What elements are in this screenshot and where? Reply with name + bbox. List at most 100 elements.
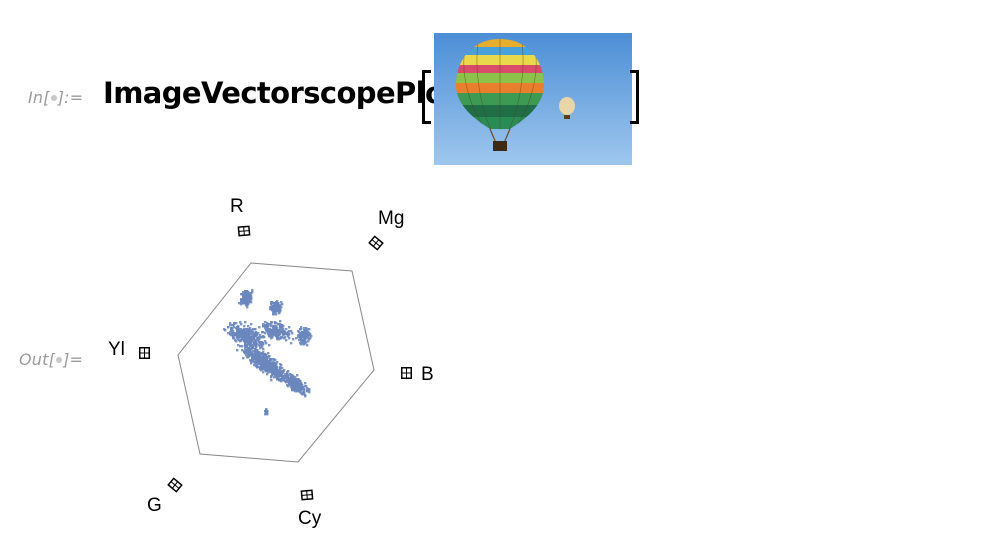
scatter-point xyxy=(250,342,253,345)
scatter-point xyxy=(264,367,267,370)
scatter-point xyxy=(232,336,235,339)
scatter-point xyxy=(230,328,233,331)
scatter-point xyxy=(264,369,267,372)
scatter-point xyxy=(265,412,268,415)
scatter-point xyxy=(262,323,265,326)
scatter-point xyxy=(306,334,309,337)
scatter-point xyxy=(246,306,249,309)
scatter-point xyxy=(237,331,240,334)
scatter-point xyxy=(299,328,302,331)
scatter-point xyxy=(233,326,236,329)
scatter-point xyxy=(268,355,271,358)
scatter-point xyxy=(232,330,235,333)
axis-label-g: G xyxy=(147,495,162,516)
scatter-point xyxy=(243,350,246,353)
scatter-point xyxy=(307,340,310,343)
scatter-point xyxy=(250,354,253,357)
scatter-point xyxy=(252,338,255,341)
scatter-point xyxy=(269,371,272,374)
scatter-point xyxy=(289,373,292,376)
scatter-point xyxy=(276,361,279,364)
scatter-point xyxy=(276,374,279,377)
scatter-point xyxy=(278,375,281,378)
scatter-point xyxy=(272,328,275,331)
scatter-point xyxy=(246,304,249,307)
marker-yl-icon xyxy=(139,347,150,359)
cell-number-placeholder-icon xyxy=(56,357,63,363)
scatter-point xyxy=(305,327,308,330)
scatter-point xyxy=(249,327,252,330)
scatter-point xyxy=(271,372,274,375)
scatter-point xyxy=(281,336,284,339)
scatter-point xyxy=(287,370,290,373)
scatter-point xyxy=(294,390,297,393)
scatter-point xyxy=(297,380,300,383)
scatter-point xyxy=(286,384,289,387)
scatter-point xyxy=(267,331,270,334)
scatter-point xyxy=(248,299,251,302)
scatter-point xyxy=(246,349,249,352)
scatter-point xyxy=(246,290,249,293)
scatter-point xyxy=(306,390,309,393)
scatter-point xyxy=(256,334,259,337)
scatter-point xyxy=(266,373,269,376)
scatter-point xyxy=(250,362,253,365)
scatter-point xyxy=(276,303,279,306)
scatter-point xyxy=(248,355,251,358)
scatter-point xyxy=(233,323,236,326)
scatter-point xyxy=(261,353,264,356)
scatter-point xyxy=(253,358,256,361)
scatter-point xyxy=(278,338,281,341)
scatter-point xyxy=(307,331,310,334)
scatter-point xyxy=(246,337,249,340)
scatter-point xyxy=(238,335,241,338)
scatter-point xyxy=(251,289,254,292)
scatter-point xyxy=(227,326,230,329)
scatter-point xyxy=(296,374,299,377)
scatter-point xyxy=(271,362,274,365)
scatter-point xyxy=(268,344,271,347)
scatter-point xyxy=(246,300,249,303)
marker-g-icon xyxy=(167,477,183,493)
scatter-point xyxy=(291,380,294,383)
scatter-point xyxy=(267,329,270,332)
scatter-point xyxy=(249,331,252,334)
scatter-point xyxy=(295,337,298,340)
scatter-point xyxy=(250,323,253,326)
scatter-point xyxy=(304,334,307,337)
balloon-image-graphic xyxy=(434,33,632,165)
right-bracket xyxy=(630,70,639,124)
marker-r-icon xyxy=(237,225,251,237)
scatter-point xyxy=(261,366,264,369)
scatter-point xyxy=(284,336,287,339)
scatter-point xyxy=(274,329,277,332)
scatter-point xyxy=(279,363,282,366)
scatter-point xyxy=(291,374,294,377)
scatter-point xyxy=(276,300,279,303)
scatter-point xyxy=(276,308,279,311)
balloon-image[interactable] xyxy=(434,33,632,165)
scatter-point xyxy=(310,335,313,338)
scatter-point xyxy=(297,382,300,385)
scatter-point xyxy=(254,332,257,335)
scatter-point xyxy=(261,331,264,334)
function-name[interactable]: ImageVectorscopePlot xyxy=(103,76,458,110)
scatter-point xyxy=(262,351,265,354)
scatter-point xyxy=(246,356,249,359)
scatter-point xyxy=(266,358,269,361)
scatter-point xyxy=(259,367,262,370)
scatter-point xyxy=(280,329,283,332)
scatter-point xyxy=(257,332,260,335)
scatter-point xyxy=(262,368,265,371)
scatter-point xyxy=(245,351,248,354)
scatter-point xyxy=(243,294,246,297)
scatter-point xyxy=(249,359,252,362)
scatter-point xyxy=(243,333,246,336)
scatter-point xyxy=(266,327,269,330)
scatter-point xyxy=(274,368,277,371)
scatter-point xyxy=(236,335,239,338)
scatter-point xyxy=(280,380,283,383)
scatter-point xyxy=(241,299,244,302)
scatter-point xyxy=(283,333,286,336)
scatter-point xyxy=(269,329,272,332)
